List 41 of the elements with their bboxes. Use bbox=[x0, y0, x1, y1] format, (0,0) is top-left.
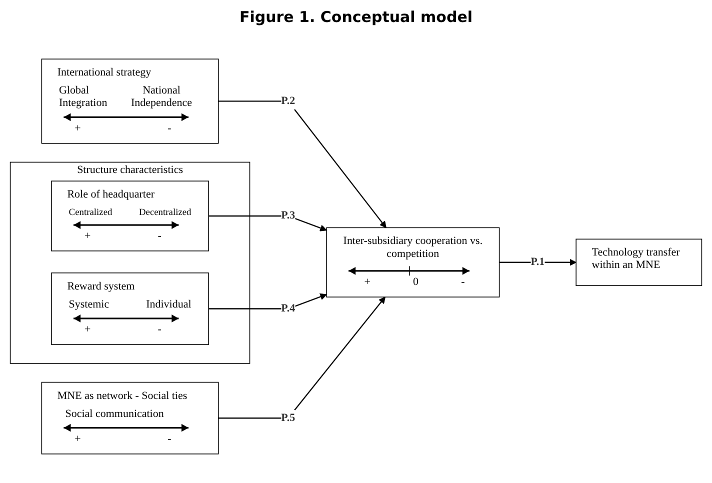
edge-label: P.2 bbox=[281, 95, 296, 108]
node-heading: Technology transfer within an MNE bbox=[592, 246, 681, 272]
pole-label: Global Integration bbox=[58, 85, 108, 110]
pole-label: Centralized bbox=[68, 207, 112, 218]
scale-sign: + bbox=[364, 276, 370, 290]
pole-label: Social communication bbox=[65, 408, 164, 421]
edge-label: P.4 bbox=[281, 302, 296, 315]
node-box bbox=[41, 382, 219, 454]
edge-label: P.5 bbox=[281, 412, 296, 424]
arrow bbox=[218, 296, 386, 419]
scale-sign: + bbox=[74, 122, 81, 136]
arrow bbox=[218, 100, 386, 228]
node-box bbox=[51, 272, 209, 345]
arrow bbox=[208, 215, 327, 232]
node-heading: Reward system bbox=[67, 280, 136, 294]
scale-sign: - bbox=[168, 433, 172, 446]
scale-sign: + bbox=[84, 324, 91, 337]
scale-sign: - bbox=[461, 276, 465, 290]
pole-label: Systemic bbox=[68, 298, 110, 312]
node-box bbox=[51, 180, 209, 252]
scale-sign: 0 bbox=[413, 276, 418, 290]
scale-sign: + bbox=[84, 230, 91, 244]
pole-label: National Independence bbox=[130, 85, 194, 110]
scale-sign: - bbox=[168, 122, 172, 136]
node-box bbox=[576, 238, 702, 286]
arrow bbox=[499, 258, 576, 266]
node-box bbox=[326, 227, 500, 298]
pole-label: Individual bbox=[146, 298, 192, 312]
node-heading: International strategy bbox=[57, 66, 152, 80]
node-heading: MNE as network - Social ties bbox=[57, 390, 188, 403]
node-box bbox=[41, 58, 219, 144]
node-heading: Inter-subsidiary cooperation vs. competition bbox=[342, 236, 484, 261]
pole-label: Decentralized bbox=[138, 207, 192, 218]
scale-sign: - bbox=[158, 230, 162, 244]
arrow bbox=[208, 293, 327, 310]
scale-sign: + bbox=[74, 433, 81, 446]
edge-label: P.1 bbox=[530, 256, 545, 268]
edge-label: P.3 bbox=[281, 210, 296, 222]
figure-title: Figure 1. Conceptual model bbox=[238, 8, 474, 26]
scale-sign: - bbox=[158, 324, 162, 337]
node-heading: Role of headquarter bbox=[67, 188, 156, 202]
